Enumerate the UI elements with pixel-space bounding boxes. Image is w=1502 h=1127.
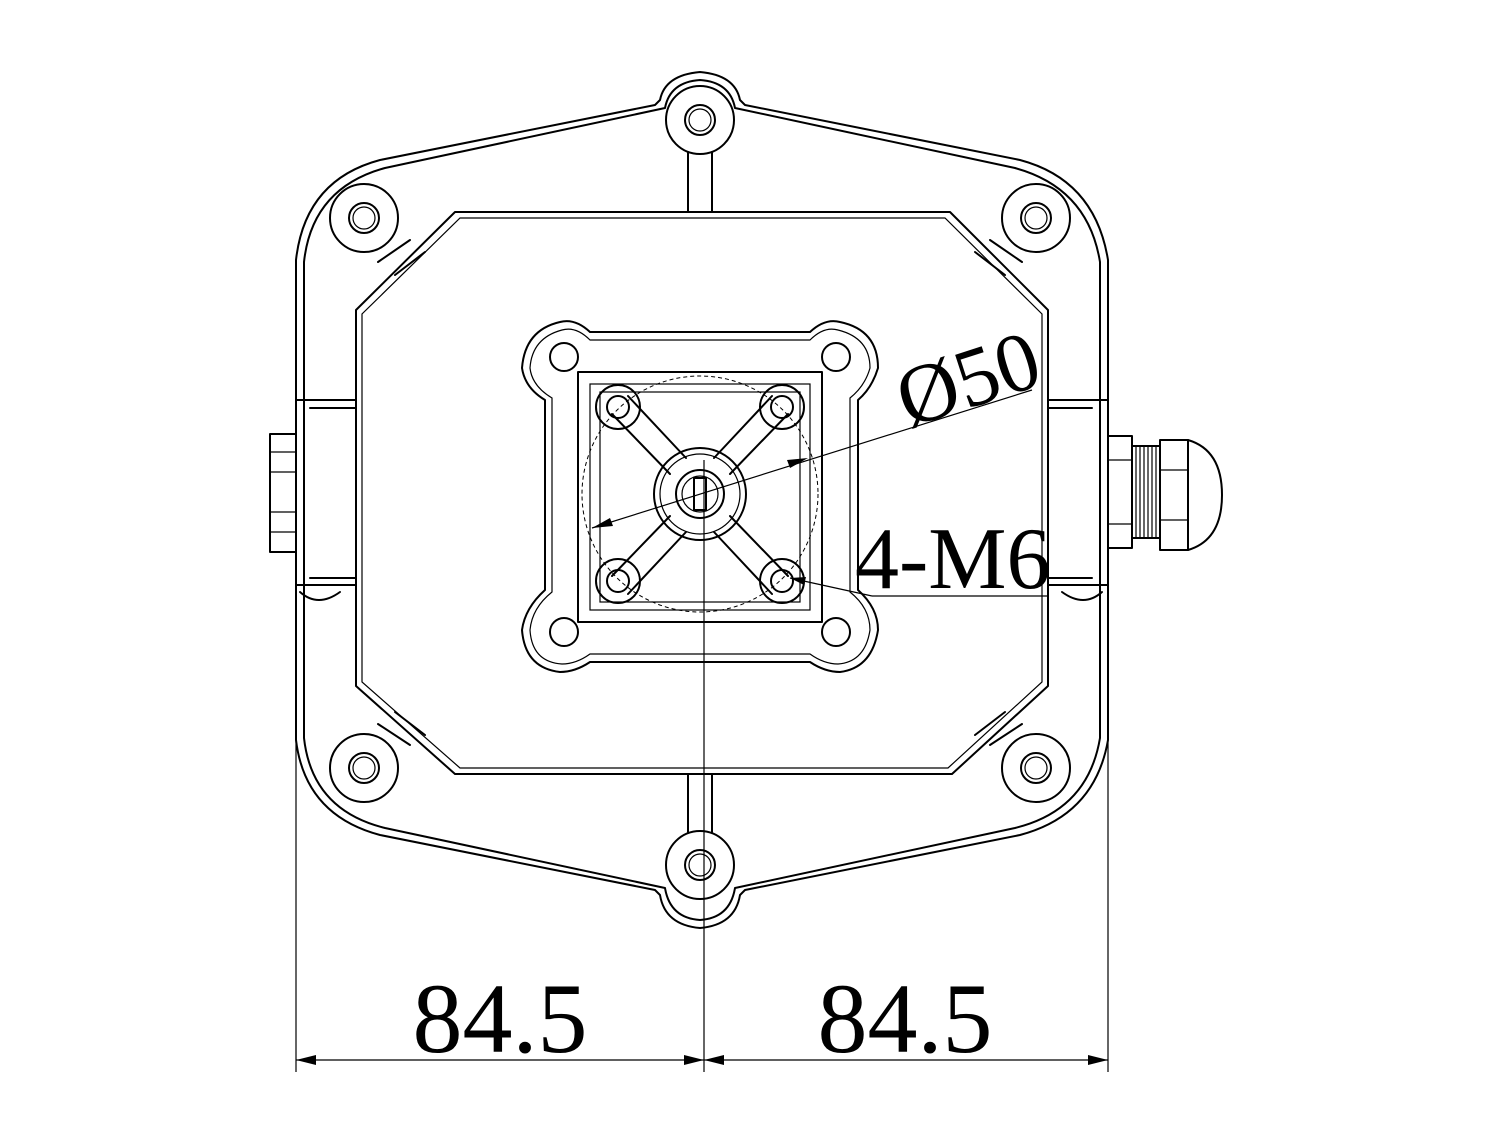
mounting-lug-bottom <box>665 773 735 900</box>
mounting-lug-top <box>665 85 735 213</box>
diameter-dimension <box>591 389 1033 529</box>
mounting-lug-bottom-right <box>974 711 1071 803</box>
thread-leader <box>789 577 1048 597</box>
extension-lines <box>295 740 1109 1072</box>
left-width-label: 84.5 <box>413 963 588 1074</box>
center-hub <box>581 375 819 613</box>
m6-holes <box>595 384 805 604</box>
cable-gland <box>1107 435 1223 551</box>
mounting-lug-bottom-left <box>329 711 426 803</box>
mounting-lug-top-left <box>329 183 426 276</box>
width-dimension-line <box>296 1055 1108 1065</box>
mounting-lug-top-right <box>974 183 1071 276</box>
thread-label: 4-M6 <box>855 511 1051 608</box>
right-side-boss <box>1047 399 1109 601</box>
left-side-boss <box>269 399 357 601</box>
center-flange <box>521 320 879 673</box>
cross-ribs <box>611 395 789 595</box>
right-width-label: 84.5 <box>818 963 993 1074</box>
diameter-label: Ø50 <box>885 313 1051 446</box>
inner-octagon-recess <box>355 211 1049 775</box>
housing-outer-outline <box>295 71 1109 929</box>
